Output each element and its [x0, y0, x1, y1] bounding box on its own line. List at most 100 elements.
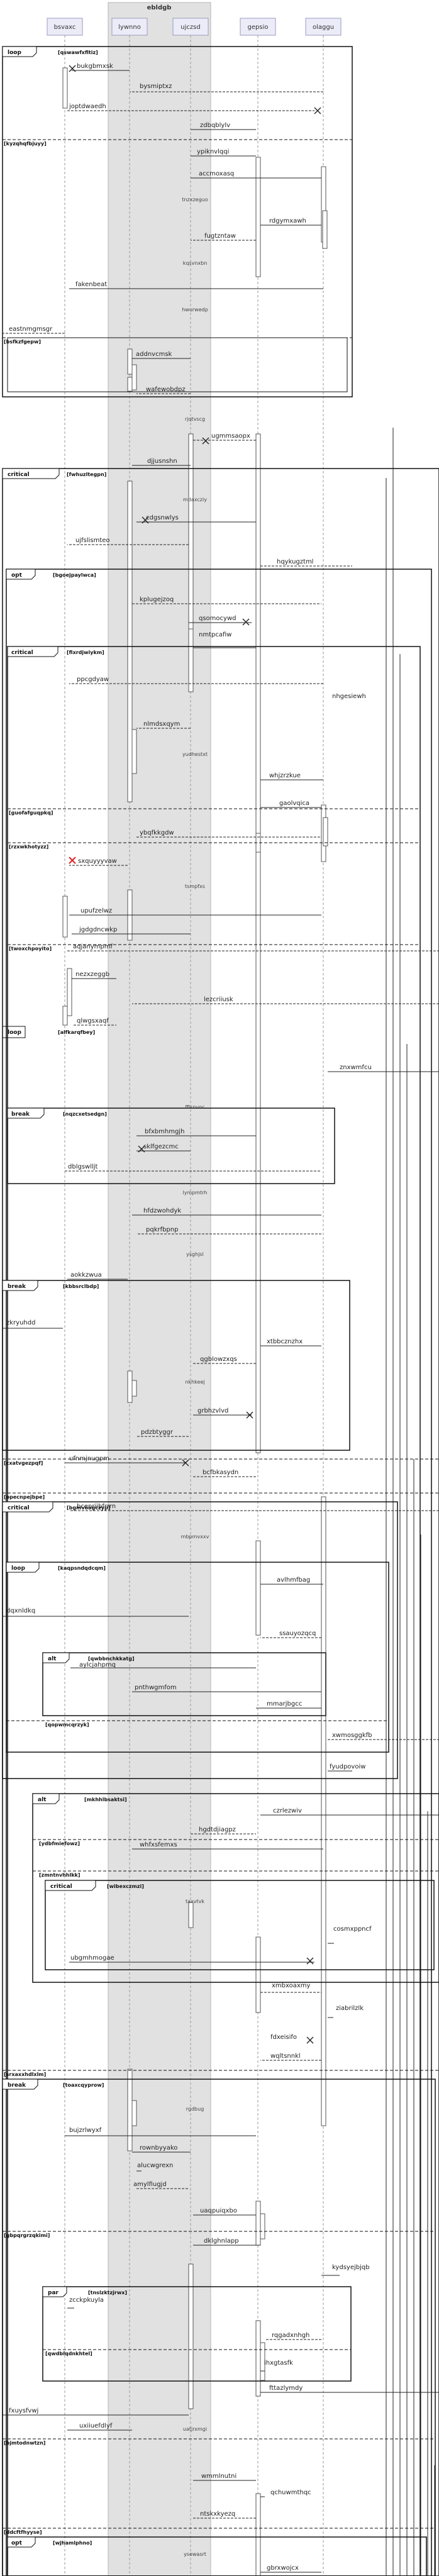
message-label: fugtzntaw	[204, 233, 236, 240]
message-label: addnvcmsk	[136, 351, 172, 358]
fragment-guard: [kaqpsndqdcqm]	[58, 1565, 106, 1571]
fragment-tab	[2, 468, 60, 479]
fragment-frame	[7, 646, 421, 2576]
fragment-kind: loop	[8, 50, 21, 56]
message-label: ubgmhmogae	[70, 1955, 114, 1962]
participant-box[interactable]	[172, 18, 209, 36]
message-label: zdbqblylv	[200, 122, 230, 129]
fragment-tab	[7, 646, 58, 657]
fragment-frame	[2, 2079, 436, 2576]
fragment-guard: [bjmtodnwtzn]	[4, 2440, 45, 2446]
fragment-tab	[42, 1652, 70, 1663]
message-label: ugmmsaopx	[211, 433, 250, 440]
participant-group-band	[108, 2, 211, 2576]
message-label: pdzbtyggr	[141, 1429, 174, 1436]
fragment-guard: [qwbbnchkkatg]	[88, 1656, 135, 1662]
message-label: ppcgdyaw	[77, 676, 109, 683]
message-label: ypiknvlqqi	[197, 148, 229, 155]
participant-box[interactable]	[240, 18, 276, 36]
section-label: tsmpfxs	[185, 884, 205, 889]
fragment-guard: [cxatvgezpqf]	[4, 1460, 43, 1466]
fragment-frame	[2, 1026, 26, 1038]
message-label: fxuysfvwj	[9, 2407, 38, 2414]
fragment-tab	[7, 2536, 36, 2548]
message-label: dblgswlljt	[68, 1163, 98, 1170]
section-label: taxvtvk	[186, 1899, 204, 1904]
fragment-kind: loop	[11, 1565, 25, 1572]
fragment-frame	[32, 1793, 439, 1983]
fragment-tab	[2, 1501, 53, 1513]
fragment-guard: [opecnpejbpe]	[4, 1494, 45, 1500]
message-label: fdxeisifo	[270, 2034, 297, 2041]
fragment-guard: [bgoejpaylwca]	[53, 572, 96, 578]
message-label: bfxbmhmgjh	[145, 1128, 184, 1135]
participant-heads: bsvaxc lywnno ujczsd gepsio olaggu	[47, 18, 342, 36]
participant-name: gepsio	[248, 24, 269, 31]
section-label: rgdbug	[186, 2106, 204, 2112]
fragment-guard: [bgmvoogczyp]	[67, 1505, 110, 1511]
fragment-guard: [kyzqhqfbjuyy]	[4, 141, 47, 147]
fragment-kind: par	[48, 2290, 59, 2296]
fragment-frame	[2, 1501, 398, 1779]
activation-bars	[62, 67, 328, 2576]
fragment-frame	[7, 2536, 427, 2576]
fragment-kind: break	[8, 2082, 26, 2089]
fragment-guard: [qswawfxfitiz]	[58, 50, 98, 55]
message-label: aqjanympmf	[73, 943, 113, 950]
fragment-kind: loop	[8, 1030, 21, 1036]
message-label: ihxgtasfk	[264, 2360, 293, 2367]
fragments: loop [qswawfxfitiz] [kyzqhqfbjuyy] [bsfk…	[2, 46, 439, 2576]
section-label: lympmtrh	[183, 1190, 208, 1196]
fragment-tab	[2, 1280, 38, 1291]
message-label: zkryuhdd	[6, 1319, 35, 1326]
section-label: ffisnvoc	[186, 1104, 205, 1110]
message-label: gbrxwojcx	[267, 2565, 299, 2572]
section-label: mdaxcziy	[183, 497, 207, 502]
message-label: pqkrfbpnp	[146, 1226, 179, 1233]
participant-box[interactable]	[47, 18, 83, 36]
section-label: nkhkeej	[185, 1379, 204, 1385]
message-label: dqxnldkq	[6, 1607, 35, 1614]
message-label: hqykugztml	[277, 558, 313, 565]
fragment-guard: [tnslzktzjrwx]	[88, 2290, 127, 2296]
fragment-guard: [wjhamlphno]	[53, 2540, 92, 2546]
message-label: amylfiugjd	[133, 2181, 167, 2188]
fragment-frame	[6, 1562, 389, 1753]
message-label: aokkzwua	[70, 1272, 102, 1279]
message-label: wafewobdpz	[146, 386, 186, 393]
message-label: dklghnlapp	[204, 2238, 239, 2245]
fragment-kind: break	[11, 1111, 30, 1118]
fragment-guard: [guofafguqpkq]	[9, 810, 53, 816]
fragment-tab	[6, 1562, 40, 1573]
section-label: kqsvnxbn	[183, 260, 208, 266]
participant-box[interactable]	[305, 18, 342, 36]
fragment-kind: alt	[38, 1797, 47, 1803]
message-label: joptdwaedh	[69, 103, 106, 110]
message-label: rqgadxnhgh	[272, 2332, 309, 2339]
message-label: sxquyyyvaw	[78, 858, 117, 865]
message-label: rownbyyako	[140, 2145, 177, 2151]
message-label: hfdzwohdyk	[143, 1208, 181, 1214]
fragment-guard: [qopwmcqrzyk]	[45, 1722, 89, 1728]
message-label: jgdgdncwkp	[79, 926, 117, 933]
message-label: djjusnshn	[147, 458, 177, 465]
participant-name: bsvaxc	[54, 24, 76, 31]
section-label: uatjrxmgi	[183, 2426, 207, 2432]
participant-box[interactable]	[111, 18, 148, 36]
participant-name: olaggu	[313, 24, 334, 31]
message-label: ssauyozqcq	[279, 1630, 316, 1637]
fragment-guard: [nqzcxetsedgn]	[63, 1111, 107, 1117]
message-label: fakenbeat	[75, 281, 107, 288]
fragment-frame	[2, 468, 439, 2576]
fragment-kind: critical	[8, 472, 30, 478]
message-label: bysmiptxz	[140, 83, 172, 90]
message-label: whjzrzkue	[269, 772, 301, 779]
message-label: eastnmgmsgr	[9, 326, 53, 333]
fragment-guard: [zmntnvhhlkk]	[39, 1872, 81, 1878]
message-label: xwmosggkfb	[332, 1732, 372, 1739]
message-label: qgblowzxqs	[200, 1356, 237, 1363]
message-label: bcfbkasydn	[203, 1469, 238, 1476]
message-label: bujzrlwyxf	[69, 2127, 102, 2134]
section-label: ysghjsl	[186, 1252, 204, 1257]
